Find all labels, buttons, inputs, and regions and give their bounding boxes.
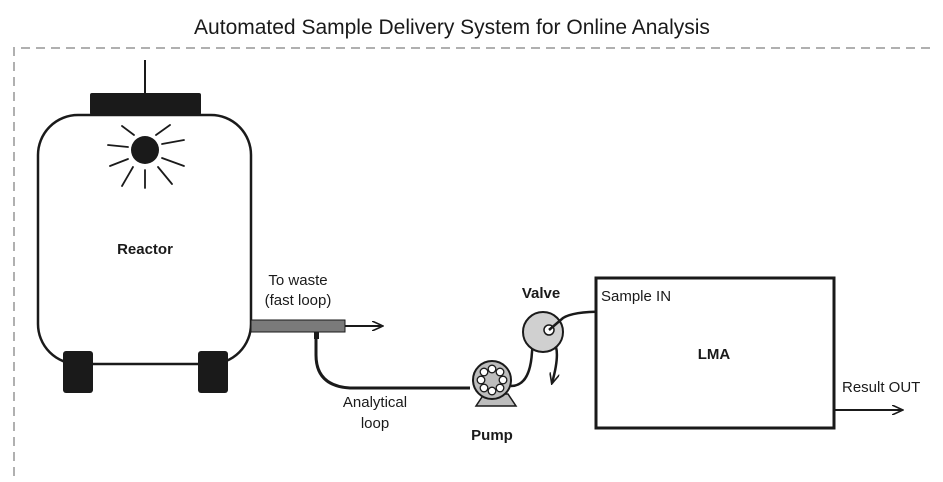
fast-loop: To waste (fast loop) [250,272,382,333]
result-out-label: Result OUT [842,379,920,396]
waste-label-line2: (fast loop) [265,292,332,309]
pump: Pump [471,360,518,444]
pump-rollers-icon [476,364,508,396]
analytical-loop-label-line1: Analytical [343,394,407,411]
reactor-right-foot [198,351,228,393]
reactor: Reactor [36,60,253,393]
reactor-vessel [36,113,253,366]
valve-bypass-tube [552,346,557,383]
valve-body-icon [522,311,564,353]
pump-to-valve-tube [510,332,534,388]
system-boundary [13,47,935,476]
analyzer: Sample IN LMA Result OUT [594,276,920,430]
reactor-left-foot [63,351,93,393]
analyzer-label: LMA [698,346,731,363]
analytical-loop-label-line2: loop [361,415,389,432]
sample-in-label: Sample IN [601,288,671,305]
analyzer-box [594,276,836,430]
fast-loop-pipe [250,319,346,333]
reactor-label: Reactor [117,241,173,258]
diagram-title: Automated Sample Delivery System for Onl… [194,16,710,39]
waste-label-line1: To waste [268,272,327,289]
light-source-icon [107,124,185,189]
reactor-lid [90,93,201,115]
analytical-loop: Analytical loop [314,332,470,432]
loop-tap [314,332,319,339]
valve: Valve [522,285,564,353]
analytical-loop-tube [314,338,470,390]
valve-label: Valve [522,285,560,302]
pump-label: Pump [471,427,513,444]
